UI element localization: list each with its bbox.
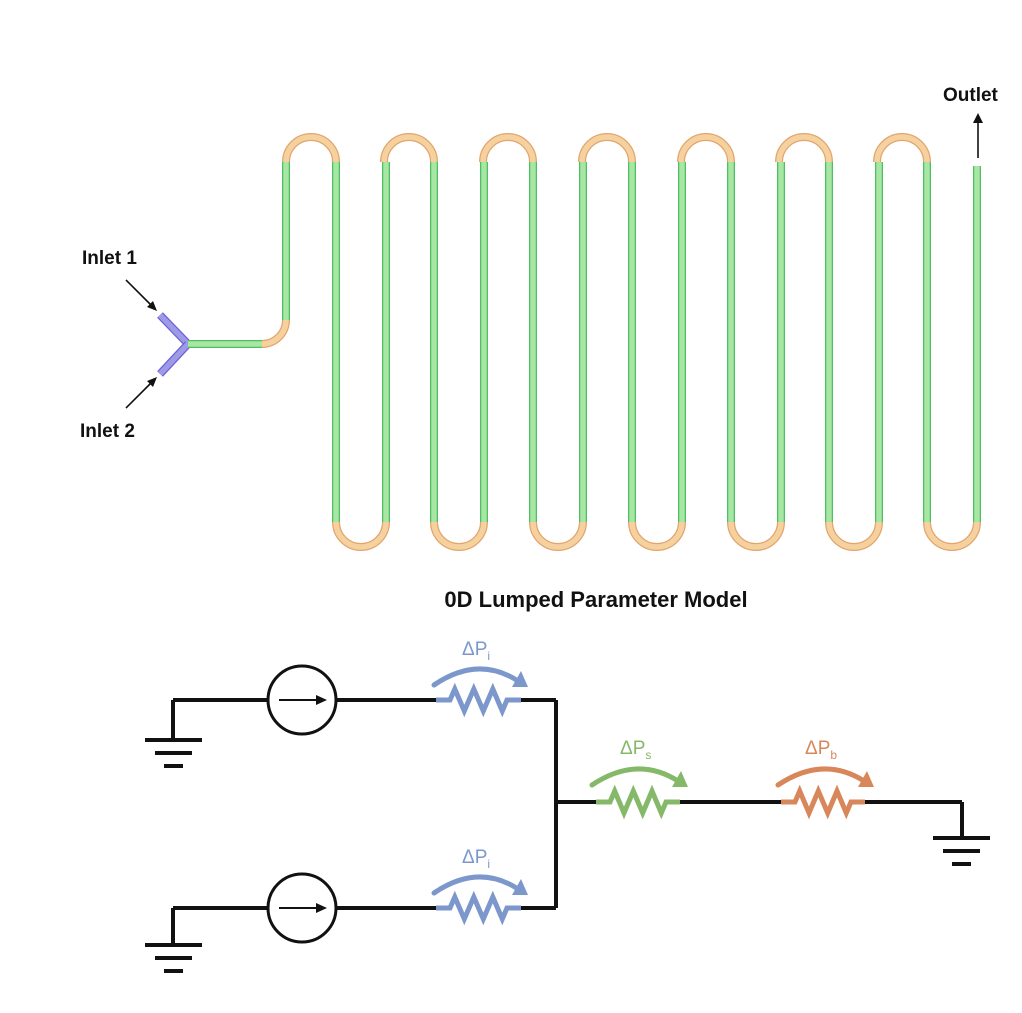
top-bend-channel: [480, 134, 536, 163]
ground-symbol-outlet: [933, 836, 990, 866]
top-bend-channel: [381, 134, 437, 163]
pressure-drop-subscript: b: [830, 748, 837, 762]
ground-symbol-bottom: [145, 908, 202, 973]
wire-series-path: [556, 800, 964, 838]
pressure-drop-subscript: i: [487, 649, 490, 663]
bottom-bend-channel: [431, 521, 487, 550]
bottom-bend-channel: [530, 521, 586, 550]
pressure-drop-label-inlet-top: ΔPi: [462, 639, 490, 663]
top-bend-channel: [678, 134, 734, 163]
pressure-drop-arc: [431, 666, 521, 688]
inlet-1-label: Inlet 1: [82, 248, 137, 269]
inlet-2-channel: [157, 342, 191, 376]
resistor-zigzag: [596, 784, 680, 820]
resistor-zigzag: [436, 682, 521, 718]
inlet-2-label: Inlet 2: [80, 421, 135, 442]
pressure-drop-arrow-inlet-top: [431, 666, 528, 688]
top-bend-channel: [579, 134, 635, 163]
top-bend-channel: [874, 134, 930, 163]
top-bend-channel: [283, 134, 339, 163]
pressure-drop-arrowhead: [858, 771, 874, 787]
pressure-drop-label-straight: ΔPs: [620, 738, 651, 762]
pressure-drop-symbol: ΔP: [805, 738, 830, 759]
pressure-drop-subscript: s: [645, 748, 651, 762]
inlet-resistor-top: [436, 682, 521, 718]
pressure-drop-subscript: i: [487, 857, 490, 871]
outlet-label: Outlet: [943, 85, 999, 106]
pressure-drop-arc: [589, 766, 681, 788]
pressure-drop-arrow-bend: [775, 766, 874, 788]
pressure-drop-arrow-inlet-bottom: [431, 874, 528, 896]
outlet-arrow: [973, 113, 983, 158]
straight-resistor: [596, 784, 680, 820]
bend-resistor: [781, 784, 865, 820]
flow-source-top: [266, 664, 338, 736]
pressure-drop-symbol: ΔP: [620, 738, 645, 759]
pressure-drop-symbol: ΔP: [462, 847, 487, 868]
bottom-bend-channel: [924, 521, 980, 550]
flow-source-bottom: [266, 872, 338, 944]
wire-top-branch: [173, 698, 558, 908]
pressure-drop-symbol: ΔP: [462, 639, 487, 660]
pressure-drop-arrowhead: [672, 771, 688, 787]
inlet-2-arrow: [125, 377, 157, 409]
model-title: 0D Lumped Parameter Model: [444, 587, 747, 612]
ground-symbol-top: [145, 700, 202, 768]
pressure-drop-arc: [775, 766, 867, 788]
pressure-drop-label-inlet-bottom: ΔPi: [462, 847, 490, 871]
inlet-resistor-bottom: [436, 890, 521, 926]
resistor-zigzag: [781, 784, 865, 820]
pressure-drop-arrowhead: [512, 671, 528, 687]
pressure-drop-arrow-straight: [589, 766, 688, 788]
pressure-drop-arrowhead: [512, 879, 528, 895]
bottom-bend-channel: [728, 521, 784, 550]
top-bend-channel: [776, 134, 832, 163]
serpentine-channel: [157, 133, 981, 551]
inlet-1-arrow: [125, 279, 157, 311]
pressure-drop-arc: [431, 874, 521, 896]
bottom-bend-channel: [629, 521, 685, 550]
bottom-bend-channel: [826, 521, 882, 550]
resistor-zigzag: [436, 890, 521, 926]
inlet-1-channel: [158, 313, 190, 346]
pressure-drop-label-bend: ΔPb: [805, 738, 837, 762]
bottom-bend-channel: [333, 521, 389, 550]
feed-bend-channel: [261, 319, 289, 347]
